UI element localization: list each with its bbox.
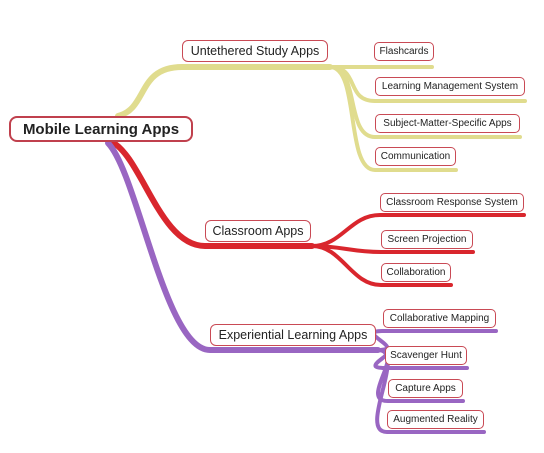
leaf-node-subject-matter-specific-apps[interactable]: Subject-Matter-Specific Apps	[375, 114, 520, 133]
root-node[interactable]: Mobile Learning Apps	[9, 116, 193, 142]
leaf-node-flashcards[interactable]: Flashcards	[374, 42, 434, 61]
branch-connector-1	[109, 139, 315, 249]
branch-node-classroom-apps[interactable]: Classroom Apps	[205, 220, 311, 242]
leaf-node-collaboration[interactable]: Collaboration	[381, 263, 451, 282]
leaf-node-learning-management-system[interactable]: Learning Management System	[375, 77, 525, 96]
leaf-node-communication[interactable]: Communication	[375, 147, 456, 166]
leaf-node-collaborative-mapping[interactable]: Collaborative Mapping	[383, 309, 496, 328]
leaf-node-augmented-reality[interactable]: Augmented Reality	[387, 410, 484, 429]
leaf-connector-1-2	[310, 244, 453, 287]
branch-connector-0	[115, 64, 333, 119]
branch-node-untethered-study-apps[interactable]: Untethered Study Apps	[182, 40, 328, 62]
leaf-node-capture-apps[interactable]: Capture Apps	[388, 379, 463, 398]
leaf-node-scavenger-hunt[interactable]: Scavenger Hunt	[385, 346, 467, 365]
branch-node-experiential-learning-apps[interactable]: Experiential Learning Apps	[210, 324, 376, 346]
leaf-connector-0-3	[328, 65, 458, 172]
leaf-node-screen-projection[interactable]: Screen Projection	[381, 230, 473, 249]
branch-connector-2	[105, 140, 381, 353]
leaf-node-classroom-response-system[interactable]: Classroom Response System	[380, 193, 524, 212]
